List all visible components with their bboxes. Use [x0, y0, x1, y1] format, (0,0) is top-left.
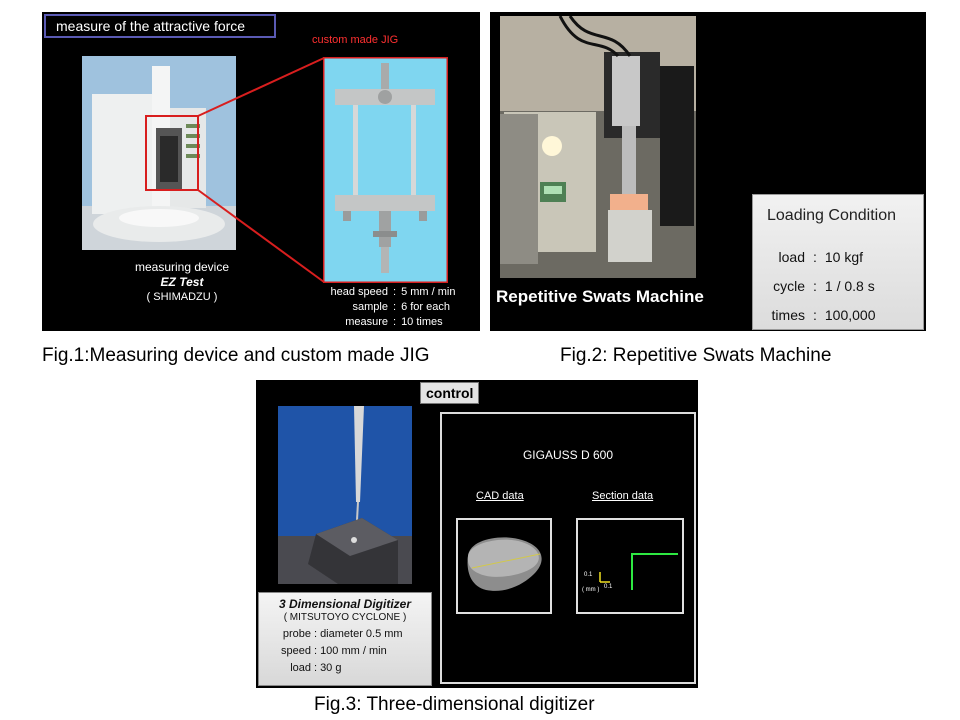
condition-colon: :	[813, 278, 817, 294]
digitizer-spec-value: 100 mm / min	[320, 645, 387, 657]
condition-label: times	[771, 307, 805, 323]
digitizer-spec-label: load	[290, 662, 311, 674]
digitizer-spec-colon: :	[314, 645, 318, 657]
spec-label: head speed	[330, 286, 389, 298]
digitizer-spec-value: 30 g	[320, 662, 342, 674]
digitizer-spec-label: speed	[281, 645, 311, 657]
condition-label: cycle	[773, 278, 805, 294]
digitizer-info-box: 3 Dimensional Digitizer ( MITSUTOYO CYCL…	[258, 592, 432, 686]
spec-row: measure : 10 times	[292, 315, 455, 330]
cad-model-graphic	[467, 537, 542, 591]
condition-row: times : 100,000	[761, 301, 876, 330]
section-data-view: 0.1 ( mm ) 0.1	[576, 518, 684, 614]
condition-row: load : 10 kgf	[761, 243, 876, 272]
fig1-specs: head speed : 5 mm / min sample : 6 for e…	[292, 285, 456, 330]
fig2-panel: Repetitive Swats Machine Loading Conditi…	[490, 12, 926, 331]
digitizer-spec-row: load : 30 g	[259, 660, 431, 677]
cad-data-label: CAD data	[476, 490, 524, 502]
software-screen: GIGAUSS D 600 CAD data Section data 0.1 …	[440, 412, 696, 684]
scale-value: 0.1	[584, 572, 593, 578]
loading-condition-box: Loading Condition load : 10 kgf cycle : …	[752, 194, 924, 330]
scale-unit: ( mm )	[582, 587, 600, 593]
section-data-label: Section data	[592, 490, 654, 502]
jig-label: custom made JIG	[312, 34, 399, 46]
loading-condition-title: Loading Condition	[767, 207, 896, 224]
swats-machine-photo	[500, 16, 696, 278]
digitizer-spec-value: diameter 0.5 mm	[320, 628, 403, 640]
condition-colon: :	[813, 249, 817, 265]
zoom-connector	[145, 57, 325, 283]
digitizer-spec-row: speed : 100 mm / min	[259, 643, 431, 660]
digitizer-photo	[278, 406, 412, 584]
device-line-3: ( SHIMADZU )	[146, 291, 218, 303]
condition-label: load	[778, 249, 805, 265]
digitizer-spec-colon: :	[314, 662, 318, 674]
fig3-caption: Fig.3: Three-dimensional digitizer	[314, 694, 595, 715]
spec-colon: :	[393, 316, 397, 328]
digitizer-specs: probe : diameter 0.5 mm speed : 100 mm /…	[259, 626, 431, 677]
spec-row: sample : 6 for each	[292, 300, 455, 315]
spec-colon: :	[393, 301, 397, 313]
machine-label: Repetitive Swats Machine	[496, 287, 704, 306]
condition-row: cycle : 1 / 0.8 s	[761, 272, 876, 301]
measuring-device-photo	[82, 56, 236, 250]
device-line-2: EZ Test	[160, 275, 204, 289]
fig1-title: measure of the attractive force	[56, 18, 246, 34]
condition-value: 100,000	[824, 307, 876, 323]
spec-colon: :	[393, 286, 397, 298]
spec-row: head speed : 5 mm / min	[292, 285, 456, 300]
spec-value: 10 times	[401, 316, 443, 328]
section-profile-graphic	[599, 553, 678, 590]
spec-value: 5 mm / min	[401, 286, 456, 298]
digitizer-spec-row: probe : diameter 0.5 mm	[259, 626, 431, 643]
condition-value: 10 kgf	[824, 249, 864, 265]
digitizer-subtitle: ( MITSUTOYO CYCLONE )	[283, 612, 407, 623]
fig2-caption: Fig.2: Repetitive Swats Machine	[560, 345, 832, 366]
condition-colon: :	[813, 307, 817, 323]
fig1-title-box: measure of the attractive force	[44, 14, 276, 38]
fig1-caption: Fig.1:Measuring device and custom made J…	[42, 345, 430, 366]
control-label: control	[420, 382, 480, 404]
digitizer-spec-label: probe	[282, 628, 311, 640]
loading-conditions: load : 10 kgf cycle : 1 / 0.8 s times : …	[761, 243, 876, 330]
spec-label: measure	[345, 316, 388, 328]
digitizer-spec-colon: :	[314, 628, 318, 640]
custom-jig-photo	[323, 57, 448, 283]
scale-value-x: 0.1	[604, 584, 613, 590]
digitizer-title: 3 Dimensional Digitizer	[278, 597, 412, 611]
device-name-block: measuring device EZ Test ( SHIMADZU )	[82, 260, 282, 305]
spec-value: 6 for each	[401, 301, 450, 313]
cad-data-view	[456, 518, 552, 614]
condition-value: 1 / 0.8 s	[824, 278, 875, 294]
spec-label: sample	[352, 301, 388, 313]
software-title: GIGAUSS D 600	[522, 448, 614, 462]
device-line-1: measuring device	[134, 260, 230, 274]
fig1-panel: measure of the attractive force custom m…	[42, 12, 480, 331]
fig3-panel: control 3 Dimensional Digitizer ( MITSUT…	[256, 380, 698, 688]
